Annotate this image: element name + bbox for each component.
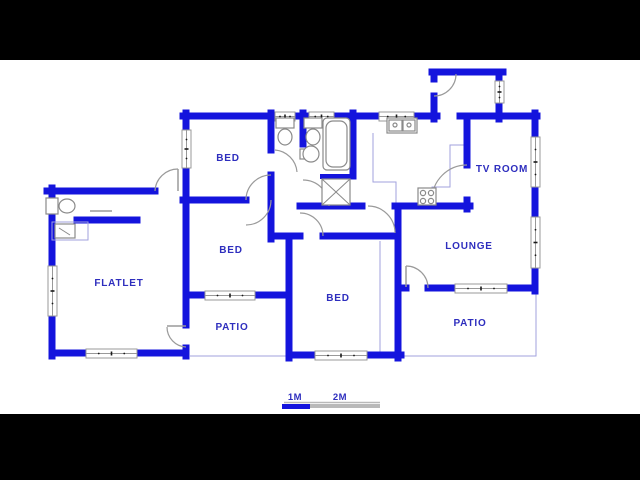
patio-east-outline — [403, 291, 537, 357]
letterbox-top — [0, 0, 640, 60]
room-label-flatlet: FLATLET — [94, 278, 143, 289]
toilet-1-cistern — [275, 117, 295, 129]
room-label-bed-1: BED — [216, 153, 240, 164]
room-label-tv-room: TV ROOM — [476, 164, 528, 175]
window-lounge-south-dot-b — [493, 287, 495, 290]
flatlet-toilet-cistern — [45, 197, 59, 215]
window-bed3-south-dot-a — [327, 354, 329, 357]
window-flatlet-south-dot-a — [97, 352, 100, 355]
window-tvroom-east-dot-a — [534, 148, 537, 151]
room-label-bed-2: BED — [219, 245, 243, 256]
window-wc-north-dot-a — [279, 115, 281, 118]
flatlet-sink — [54, 223, 76, 239]
stove-burner-1 — [419, 189, 427, 197]
window-kitchen-north-dot-a — [386, 115, 389, 118]
window-wc-north-dot-b — [289, 115, 291, 118]
wc-door-arc — [274, 149, 298, 173]
basin — [302, 145, 320, 163]
flatlet-door-arc — [154, 168, 179, 192]
window-bed3-south-dot-b — [353, 354, 355, 357]
scale-label-1m: 1M — [288, 392, 302, 403]
room-label-patio-east: PATIO — [453, 318, 486, 329]
bed3-door-arc — [299, 212, 324, 237]
room-label-bed-3: BED — [326, 293, 350, 304]
bed2-door-arc — [245, 199, 272, 226]
kitchen-counter-left — [372, 133, 397, 203]
shower-wall-stub — [320, 174, 352, 179]
stove-burner-2 — [427, 189, 435, 197]
window-lounge-east-dot-b — [534, 254, 537, 257]
window-flatlet-west-dot-a — [51, 277, 54, 280]
bed1-door-arc — [245, 174, 272, 201]
window-lounge-east-dot-a — [534, 228, 537, 231]
flatlet-sink-tap — [58, 227, 71, 236]
window-entrance-east-dot-a — [498, 85, 501, 88]
window-entrance-east-dot-b — [498, 96, 501, 99]
flatlet-sink-counter — [51, 221, 89, 241]
window-lounge-south-dot-a — [467, 287, 469, 290]
flatlet-toilet-bowl — [58, 198, 76, 214]
room-label-patio-west: PATIO — [215, 322, 248, 333]
kitchen-sink-dot-1 — [392, 122, 398, 128]
window-flatlet-west-dot-b — [51, 302, 54, 305]
window-bed2-south-dot-a — [216, 294, 219, 297]
patio-west-door-arc — [166, 326, 187, 348]
kitchen-door-arc — [367, 205, 396, 234]
window-bath-north-dot-a — [314, 115, 317, 118]
window-bed1-west-dot-b — [185, 157, 188, 160]
window-kitchen-north-dot-b — [404, 115, 407, 118]
window-bed2-south-dot-b — [241, 294, 244, 297]
scale-label-2m: 2M — [333, 392, 347, 403]
toilet-1-bowl — [277, 128, 293, 146]
toilet-2-cistern — [303, 117, 323, 129]
bathtub-inner — [325, 120, 348, 168]
letterbox-bottom — [0, 414, 640, 480]
front-door-arc — [433, 73, 457, 97]
window-bath-north-dot-b — [326, 115, 329, 118]
lounge-patio-door-arc — [405, 265, 429, 289]
window-bed1-west-dot-a — [185, 138, 188, 141]
window-tvroom-east-dot-b — [534, 173, 537, 176]
stove-burner-4 — [427, 197, 435, 205]
window-flatlet-south-dot-b — [123, 352, 126, 355]
shower-x2 — [321, 178, 351, 206]
toilet-2-bowl — [305, 128, 321, 146]
stove-burner-3 — [419, 197, 427, 205]
scale-bar-gray-segment — [310, 404, 380, 408]
room-label-lounge: LOUNGE — [445, 241, 493, 252]
scale-bar-blue-segment — [282, 404, 310, 409]
kitchen-sink-dot-2 — [406, 122, 412, 128]
